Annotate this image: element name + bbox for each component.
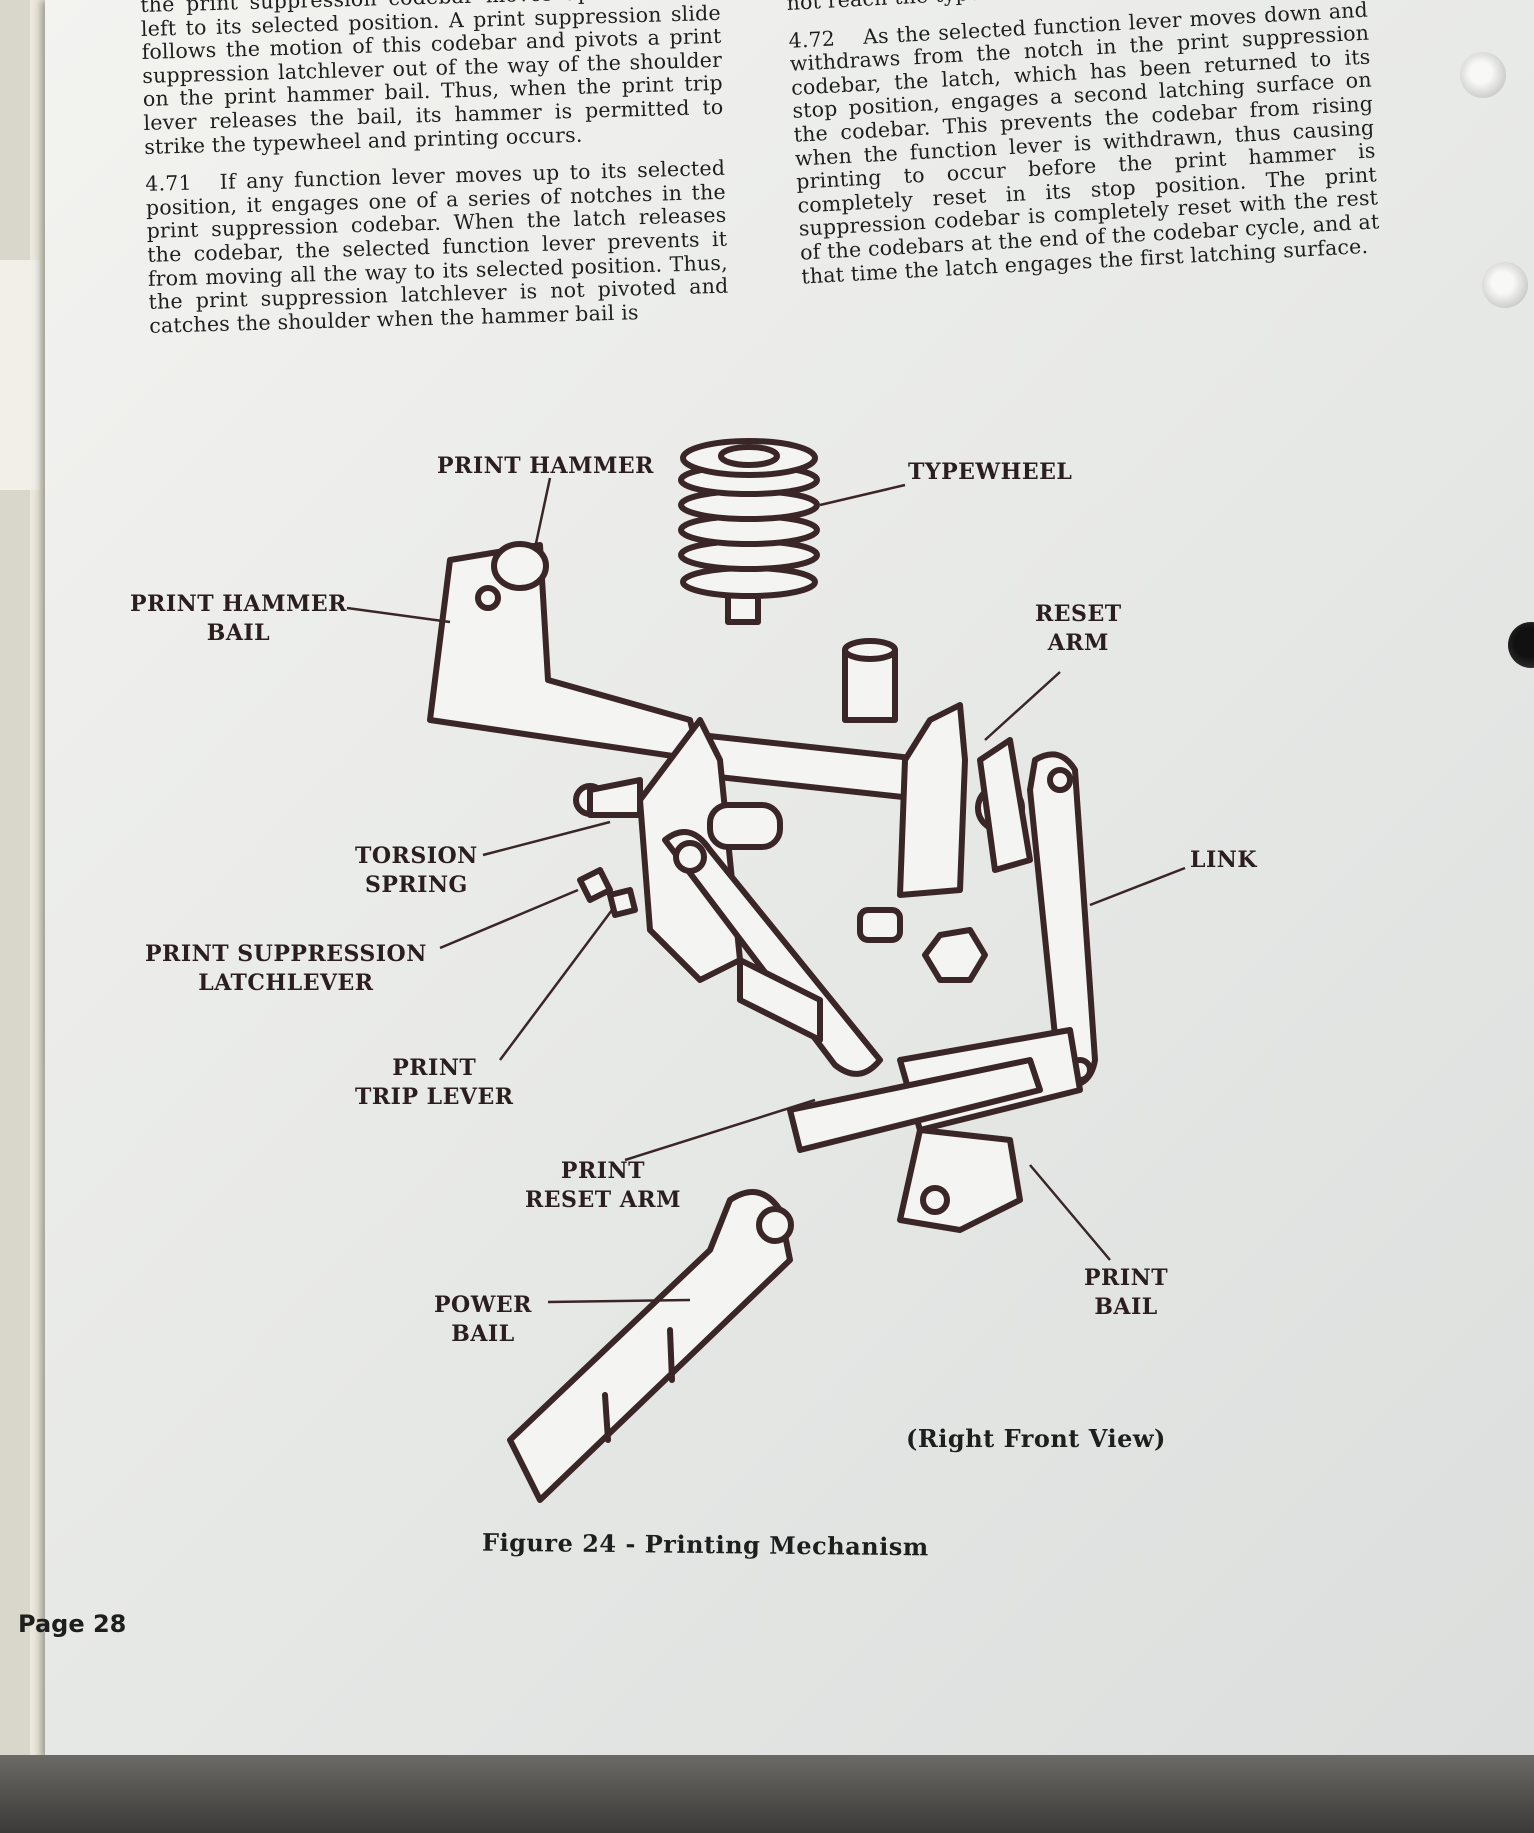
typewheel-drawing [678, 438, 820, 625]
figure-caption: Figure 24 - Printing Mechanism [481, 1527, 929, 1562]
label-print-bail: PRINT BAIL [1084, 1265, 1169, 1320]
print-trip-lever-drawing [662, 829, 883, 1077]
print-bail-drawing [897, 1027, 1083, 1233]
latchlever-drawing [577, 867, 613, 903]
leader-print-hammer-bail [346, 606, 451, 624]
view-note: (Right Front View) [906, 1424, 1166, 1453]
print-hammer-bail-drawing [427, 541, 703, 763]
leader-power-bail [547, 1298, 691, 1304]
leader-print-trip-lever [498, 909, 614, 1061]
binder-hole-top [1460, 52, 1506, 98]
label-typewheel: TYPEWHEEL [908, 459, 1073, 485]
leader-latchlever [439, 888, 579, 950]
leader-print-reset-arm [624, 1098, 816, 1162]
label-print-trip-lever: PRINT TRIP LEVER [355, 1055, 514, 1110]
label-print-hammer: PRINT HAMMER [437, 453, 654, 479]
print-reset-arm-drawing [787, 1057, 1043, 1153]
desk-surface [0, 1755, 1534, 1833]
label-power-bail: POWER BAIL [434, 1292, 532, 1347]
label-torsion-spring: TORSION SPRING [355, 843, 478, 898]
leader-typewheel [819, 483, 906, 507]
leader-print-hammer [533, 477, 552, 549]
label-link: LINK [1190, 847, 1257, 873]
label-print-reset-arm: PRINT RESET ARM [525, 1158, 681, 1213]
label-print-suppression-latchlever: PRINT SUPPRESSION LATCHLEVER [145, 941, 427, 996]
power-bail-drawing [507, 1189, 794, 1503]
label-print-hammer-bail: PRINT HAMMER BAIL [130, 591, 347, 646]
leader-torsion-spring [482, 820, 611, 857]
reset-arm-drawing [842, 638, 1033, 898]
page-number: Page 28 [18, 1610, 127, 1638]
binder-hole-middle [1482, 262, 1528, 308]
leader-link [1089, 866, 1186, 907]
leader-reset-arm [984, 671, 1061, 741]
manual-page [45, 0, 1534, 1760]
leader-print-bail [1029, 1164, 1111, 1261]
label-reset-arm: RESET ARM [1035, 601, 1122, 656]
